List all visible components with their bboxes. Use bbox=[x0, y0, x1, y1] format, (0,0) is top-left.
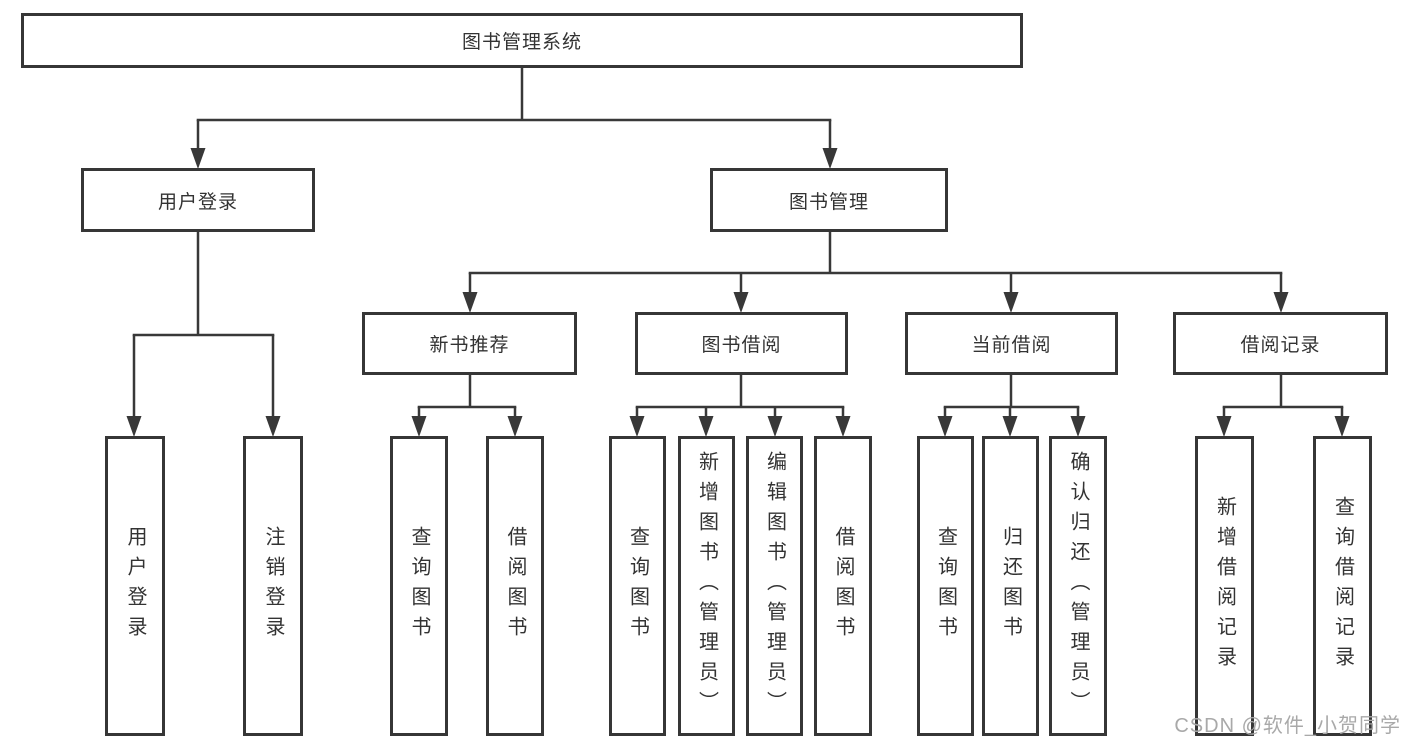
leaf-confirm-return-admin-label: 确认归还（管理员） bbox=[1067, 451, 1089, 721]
node-book-borrowing-label: 图书借阅 bbox=[701, 335, 782, 356]
leaf-query-borrow-record-label: 查询借阅记录 bbox=[1331, 496, 1354, 676]
leaf-query-books-borrowing: 查询图书 bbox=[609, 436, 666, 736]
leaf-borrow-books-label: 借阅图书 bbox=[832, 526, 854, 646]
leaf-logout-label: 注销登录 bbox=[262, 526, 284, 646]
node-new-book-recommend: 新书推荐 bbox=[362, 312, 577, 375]
leaf-borrow-books: 借阅图书 bbox=[814, 436, 872, 736]
node-current-borrowing-label: 当前借阅 bbox=[971, 335, 1052, 356]
leaf-add-books-admin: 新增图书（管理员） bbox=[678, 436, 735, 736]
node-user-login: 用户登录 bbox=[81, 168, 315, 232]
csdn-watermark: CSDN @软件_小贺同学 bbox=[1174, 715, 1401, 737]
node-current-borrowing: 当前借阅 bbox=[905, 312, 1118, 375]
leaf-borrow-books-recommend-label: 借阅图书 bbox=[504, 526, 526, 646]
node-user-login-label: 用户登录 bbox=[157, 191, 238, 213]
node-new-book-recommend-label: 新书推荐 bbox=[429, 335, 510, 356]
leaf-edit-books-admin-label: 编辑图书（管理员） bbox=[763, 451, 786, 721]
leaf-query-borrow-record: 查询借阅记录 bbox=[1313, 436, 1372, 736]
leaf-borrow-books-recommend: 借阅图书 bbox=[486, 436, 544, 736]
node-book-management-label: 图书管理 bbox=[788, 191, 869, 213]
leaf-query-books-current: 查询图书 bbox=[917, 436, 974, 736]
leaf-confirm-return-admin: 确认归还（管理员） bbox=[1049, 436, 1107, 736]
leaf-user-login: 用户登录 bbox=[105, 436, 165, 736]
node-book-borrowing: 图书借阅 bbox=[635, 312, 848, 375]
leaf-add-borrow-record-label: 新增借阅记录 bbox=[1213, 496, 1236, 676]
leaf-query-books-current-label: 查询图书 bbox=[934, 526, 957, 646]
leaf-query-books-borrowing-label: 查询图书 bbox=[626, 526, 649, 646]
node-borrowing-records-label: 借阅记录 bbox=[1240, 335, 1321, 356]
leaf-query-books-recommend-label: 查询图书 bbox=[408, 526, 430, 646]
node-root-label: 图书管理系统 bbox=[461, 32, 582, 53]
node-root: 图书管理系统 bbox=[21, 13, 1023, 68]
leaf-return-books-label: 归还图书 bbox=[999, 526, 1022, 646]
node-book-management: 图书管理 bbox=[710, 168, 948, 232]
leaf-edit-books-admin: 编辑图书（管理员） bbox=[746, 436, 803, 736]
leaf-query-books-recommend: 查询图书 bbox=[390, 436, 448, 736]
leaf-add-borrow-record: 新增借阅记录 bbox=[1195, 436, 1254, 736]
leaf-add-books-admin-label: 新增图书（管理员） bbox=[695, 451, 718, 721]
leaf-logout: 注销登录 bbox=[243, 436, 303, 736]
node-borrowing-records: 借阅记录 bbox=[1173, 312, 1388, 375]
leaf-user-login-label: 用户登录 bbox=[124, 526, 146, 646]
leaf-return-books: 归还图书 bbox=[982, 436, 1039, 736]
